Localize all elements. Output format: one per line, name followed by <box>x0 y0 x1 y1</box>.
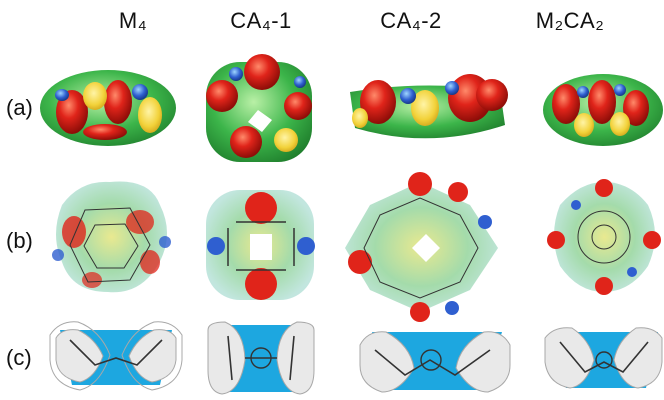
row-label-b: (b) <box>6 228 33 253</box>
column-title-ca4-1: CA₄-1 <box>230 8 292 33</box>
panel-a-ca4-2 <box>350 74 508 139</box>
column-title-ca4-2: CA₄-2 <box>380 8 442 33</box>
panel-b-ca4-2 <box>345 172 498 322</box>
panel-a-m2ca2 <box>543 74 663 146</box>
panel-c-m2ca2 <box>544 327 663 389</box>
panel-c-m4 <box>49 321 183 391</box>
panel-c-ca4-2 <box>359 331 511 393</box>
panel-b-m2ca2 <box>547 179 661 295</box>
panel-b-ca4-1 <box>206 190 315 300</box>
panel-a-m4 <box>40 70 176 146</box>
panel-b-m4 <box>52 181 171 293</box>
row-label-c: (c) <box>6 345 32 370</box>
row-label-a: (a) <box>6 95 33 120</box>
column-title-m4: M₄ <box>118 8 148 33</box>
panel-a-ca4-1 <box>206 54 312 162</box>
panel-c-ca4-1 <box>207 321 315 395</box>
column-title-m2ca2: M₂CA₂ <box>535 8 605 33</box>
